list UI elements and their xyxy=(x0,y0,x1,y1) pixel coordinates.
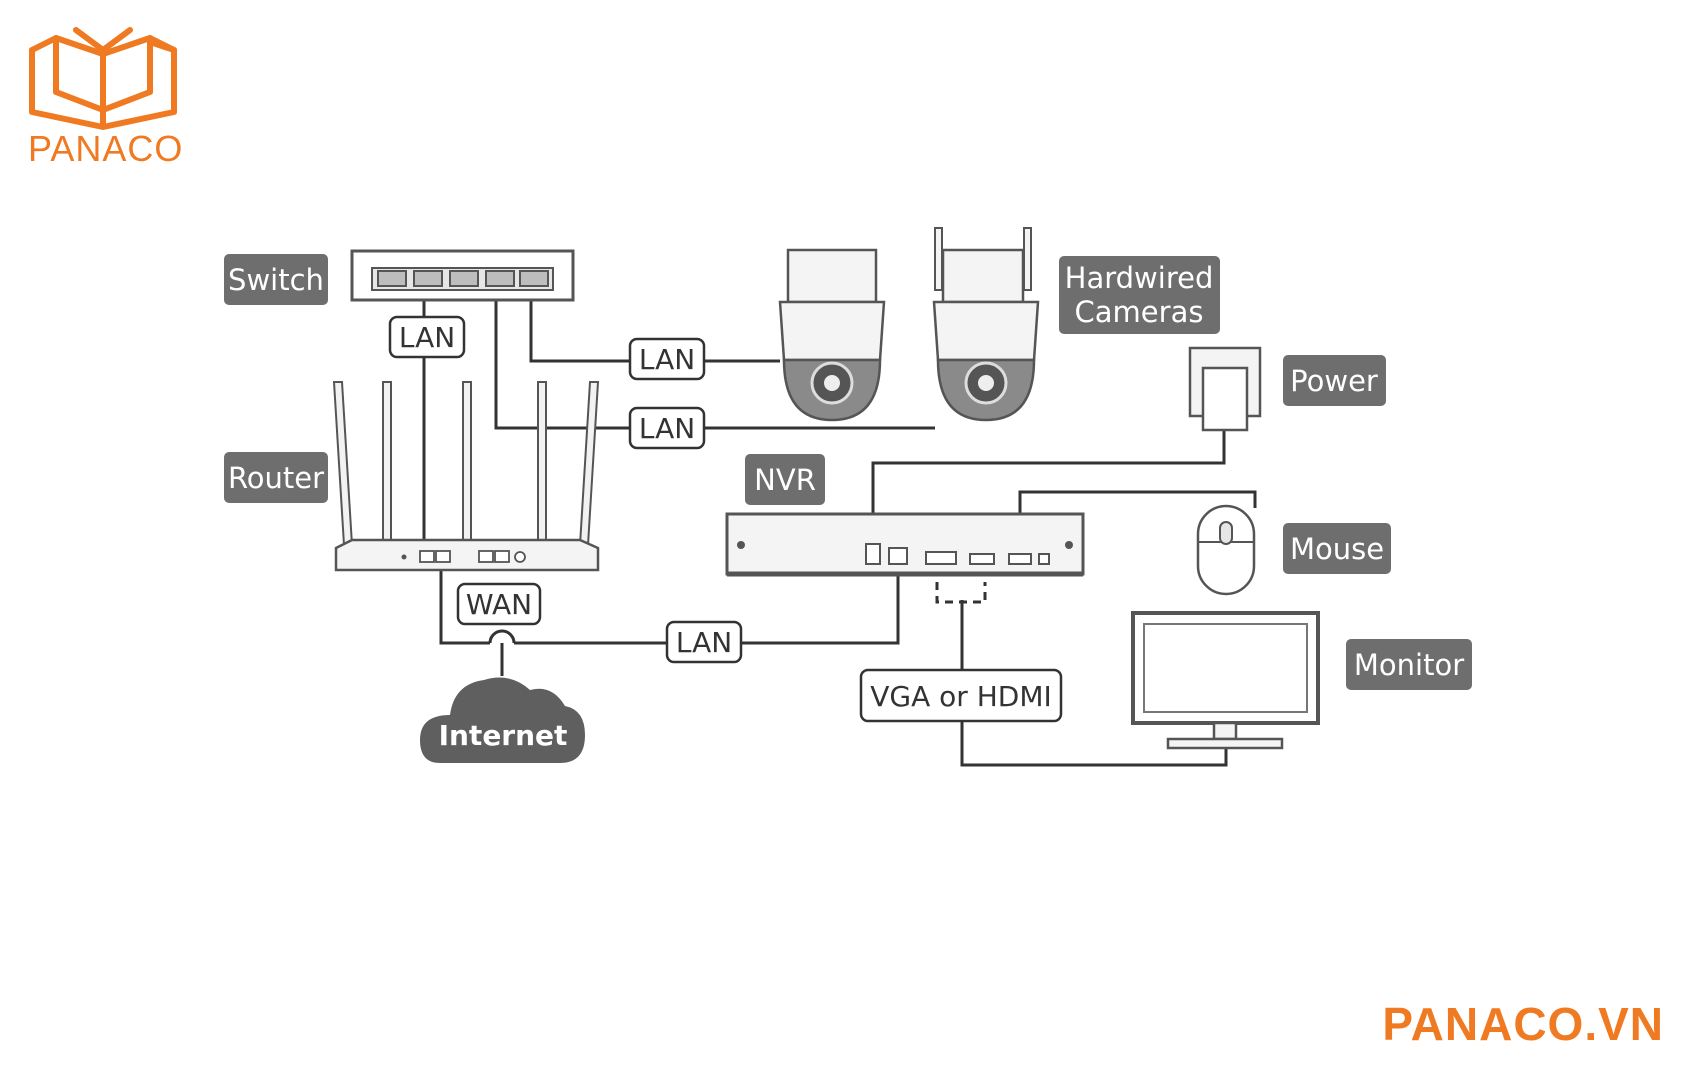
router-port-3 xyxy=(494,550,510,563)
tag-cameras-bg xyxy=(1059,256,1220,334)
router-reset-hole xyxy=(401,554,407,560)
tag-switch-bg xyxy=(224,254,328,305)
nvr-device xyxy=(725,512,1085,577)
nvr-screw-right xyxy=(1065,541,1073,549)
tag-monitor: Monitor xyxy=(1346,639,1472,690)
monitor-neck xyxy=(1212,721,1238,741)
cable-router-wan xyxy=(439,556,490,645)
nvr-audio-port xyxy=(1038,553,1050,565)
cable-label-router-nvr: LAN xyxy=(665,620,743,664)
mouse-wheel xyxy=(1219,521,1233,545)
router-antenna-3 xyxy=(462,381,472,546)
tag-router-label: Router xyxy=(228,461,324,495)
camera-2-lens-center xyxy=(978,375,994,391)
nvr-vga-port xyxy=(925,551,957,565)
monitor-device xyxy=(1131,611,1320,750)
camera-2 xyxy=(932,227,1040,422)
camera-2-mount xyxy=(941,248,1025,304)
router-body xyxy=(334,538,600,572)
svg-text:WAN: WAN xyxy=(466,588,532,621)
power-adapter-block xyxy=(1201,366,1249,432)
svg-text:LAN: LAN xyxy=(639,343,695,376)
website-label: PANACO.VN xyxy=(1382,998,1664,1050)
switch-port-5 xyxy=(519,270,549,287)
monitor-stand xyxy=(1166,737,1284,750)
mouse-body xyxy=(1196,504,1256,596)
tag-mouse-bg xyxy=(1283,523,1391,574)
switch-port-1 xyxy=(377,270,407,287)
cable-label-router-wan: WAN xyxy=(456,582,542,626)
svg-text:VGA or HDMI: VGA or HDMI xyxy=(870,680,1051,713)
nvr-lan-port xyxy=(888,547,908,565)
tag-router-bg xyxy=(224,452,328,503)
cable-crossover-hop xyxy=(488,629,516,644)
cloud-shape xyxy=(420,677,585,763)
tag-power-bg xyxy=(1283,355,1386,406)
router-antenna-2 xyxy=(382,381,392,546)
switch-port-2 xyxy=(413,270,443,287)
logo-text: PANACO xyxy=(28,128,183,169)
vga-hdmi-dashed-bracket xyxy=(935,582,987,604)
nvr-usb-port xyxy=(1008,553,1032,565)
panaco-logo xyxy=(29,27,177,130)
tag-mouse: Mouse xyxy=(1283,523,1391,574)
cable-label-switch-router: LAN xyxy=(388,315,466,359)
switch-port-4 xyxy=(485,270,515,287)
camera-1-mount xyxy=(786,248,878,304)
tag-router: Router xyxy=(224,452,328,503)
router-antenna-1 xyxy=(332,381,354,546)
mouse-device xyxy=(1196,504,1256,596)
tag-nvr-bg xyxy=(745,454,825,505)
camera-1-body xyxy=(778,300,886,362)
tag-power: Power xyxy=(1283,355,1386,406)
tag-switch-label: Switch xyxy=(228,263,324,297)
cable-label-switch-camera1: LAN xyxy=(628,337,706,381)
cable-label-switch-camera2: LAN xyxy=(628,406,706,450)
nvr-hdmi-port xyxy=(969,553,995,565)
nvr-screw-left xyxy=(737,541,745,549)
tag-power-label: Power xyxy=(1290,364,1378,398)
router-power-jack xyxy=(514,551,526,563)
svg-text:LAN: LAN xyxy=(676,626,732,659)
svg-text:LAN: LAN xyxy=(399,321,455,354)
internet-label: Internet xyxy=(439,719,568,752)
internet-cloud: Internet xyxy=(420,677,585,763)
tag-mouse-label: Mouse xyxy=(1290,532,1384,566)
tag-cameras-line2: Cameras xyxy=(1075,295,1204,329)
tag-cameras: Hardwired Cameras xyxy=(1059,256,1220,334)
tag-nvr: NVR xyxy=(745,454,825,505)
cable-power-nvr xyxy=(871,418,1226,540)
tag-monitor-label: Monitor xyxy=(1354,648,1464,682)
tag-cameras-line1: Hardwired xyxy=(1065,261,1214,295)
cable-switch-camera2 xyxy=(494,270,935,430)
camera-1 xyxy=(778,248,886,422)
router-antenna-5 xyxy=(578,381,600,546)
router-device xyxy=(332,381,600,572)
switch-port-3 xyxy=(449,270,479,287)
svg-text:LAN: LAN xyxy=(639,412,695,445)
tag-monitor-bg xyxy=(1346,639,1472,690)
camera-2-antenna-right xyxy=(1023,227,1032,291)
logo-book-crease xyxy=(73,27,133,53)
router-port-wan xyxy=(435,550,451,563)
nvr-power-port xyxy=(865,543,881,565)
router-antenna-4 xyxy=(537,381,547,546)
router-port-1 xyxy=(419,550,435,563)
switch-device xyxy=(350,249,575,302)
tag-switch: Switch xyxy=(224,254,328,305)
power-adapter xyxy=(1188,346,1262,432)
camera-2-body xyxy=(932,300,1040,362)
tag-nvr-label: NVR xyxy=(754,463,816,497)
router-port-2 xyxy=(478,550,494,563)
cable-router-nvr xyxy=(514,560,900,645)
cable-label-nvr-monitor: VGA or HDMI xyxy=(859,668,1063,723)
camera-1-lens-center xyxy=(824,375,840,391)
camera-2-antenna-left xyxy=(934,227,943,291)
